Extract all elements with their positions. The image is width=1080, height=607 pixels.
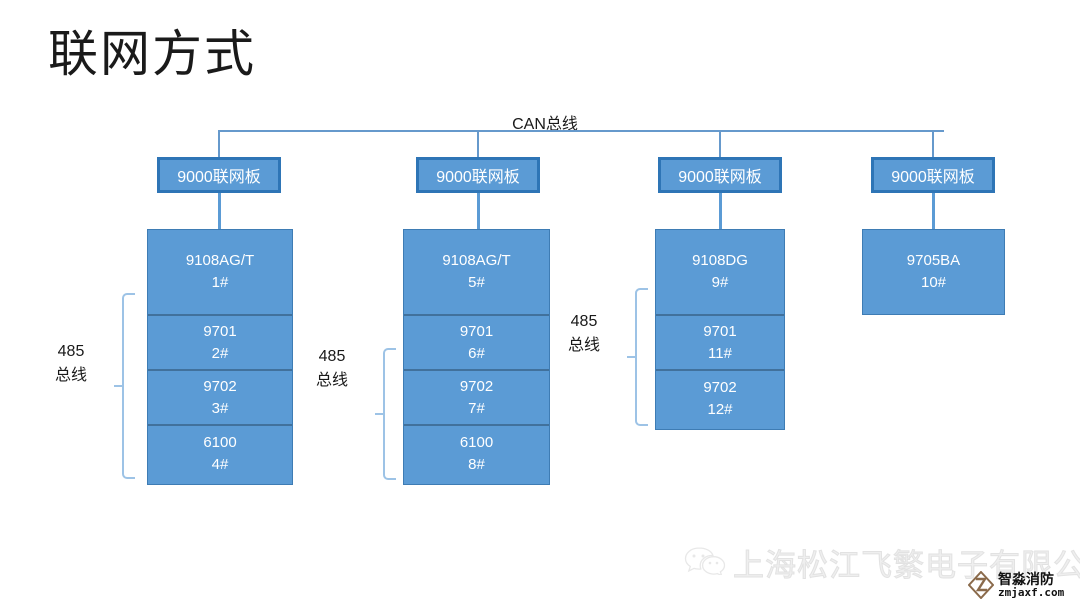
netboard-box-4[interactable]: 9000联网板: [871, 157, 995, 193]
can-bus-drop-3: [719, 130, 721, 158]
device-cell[interactable]: 9108AG/T 1#: [148, 230, 292, 316]
bus485-label-2: 485 总线: [286, 345, 378, 393]
device-cell[interactable]: 9705BA 10#: [863, 230, 1004, 314]
device-name: 9701: [703, 322, 737, 340]
device-address: 7#: [468, 399, 485, 417]
device-address: 1#: [211, 274, 229, 291]
device-name: 6100: [203, 433, 237, 451]
bus485-label-1: 485 总线: [25, 340, 117, 388]
watermark-text: 上海松江飞繁电子有限公司: [733, 548, 1080, 584]
can-bus-drop-2: [477, 130, 479, 158]
device-stack-3: 9108DG 9# 9701 11# 9702 12#: [655, 229, 785, 430]
device-address: 11#: [708, 344, 732, 362]
bus485-label-line2: 总线: [315, 372, 348, 389]
logo-url: zmjaxf.com: [998, 585, 1065, 599]
bus485-label-3: 485 总线: [538, 310, 630, 358]
netboard-connector-2: [477, 193, 480, 229]
page-title: 联网方式: [48, 26, 256, 82]
wechat-icon: [684, 547, 726, 575]
netboard-connector-4: [932, 193, 935, 229]
bus485-bracket-nub-3: [627, 356, 635, 358]
bus485-bracket-1: [122, 293, 135, 479]
device-address: 3#: [211, 399, 229, 417]
bus485-label-line1: 485: [57, 343, 85, 360]
device-address: 8#: [468, 455, 485, 473]
device-name: 9702: [703, 378, 737, 396]
can-bus-drop-1: [218, 130, 220, 158]
device-name: 9108AG/T: [185, 252, 255, 270]
device-cell[interactable]: 9702 7#: [404, 371, 549, 426]
netboard-box-1[interactable]: 9000联网板: [157, 157, 281, 193]
device-name: 6100: [459, 433, 494, 451]
device-stack-1: 9108AG/T 1# 9701 2# 9702 3# 6100 4#: [147, 229, 293, 485]
device-address: 10#: [920, 274, 947, 291]
device-stack-2: 9108AG/T 5# 9701 6# 9702 7# 6100 8#: [403, 229, 550, 485]
device-address: 9#: [711, 274, 729, 291]
netboard-box-2[interactable]: 9000联网板: [416, 157, 540, 193]
device-cell[interactable]: 9108AG/T 5#: [404, 230, 549, 316]
device-cell[interactable]: 9701 6#: [404, 316, 549, 371]
device-address: 2#: [211, 344, 229, 362]
device-cell[interactable]: 9701 11#: [656, 316, 784, 371]
bus485-label-line2: 总线: [54, 367, 87, 384]
device-address: 5#: [468, 274, 485, 291]
device-cell[interactable]: 6100 4#: [148, 426, 292, 481]
bus485-bracket-nub-2: [375, 413, 383, 415]
netboard-connector-1: [218, 193, 221, 229]
device-stack-4: 9705BA 10#: [862, 229, 1005, 315]
bus485-label-line2: 总线: [567, 337, 600, 354]
logo-texts: 智淼消防 zmjaxf.com: [998, 572, 1064, 598]
device-cell[interactable]: 9702 3#: [148, 371, 292, 426]
zmjaxf-diamond-logo-icon: [968, 571, 994, 599]
can-bus-label: CAN总线: [512, 116, 578, 133]
logo-company-name: 智淼消防: [998, 570, 1054, 587]
bus485-bracket-nub-1: [114, 385, 122, 387]
netboard-connector-3: [719, 193, 722, 229]
device-cell[interactable]: 9701 2#: [148, 316, 292, 371]
can-bus-line: [218, 130, 944, 132]
device-address: 12#: [707, 400, 733, 418]
bus485-label-line1: 485: [318, 348, 346, 365]
device-name: 9705BA: [906, 252, 961, 270]
netboard-box-3[interactable]: 9000联网板: [658, 157, 782, 193]
device-name: 9701: [203, 322, 237, 340]
bus485-bracket-2: [383, 348, 396, 480]
device-address: 6#: [468, 344, 485, 362]
device-name: 9701: [459, 322, 494, 340]
device-cell[interactable]: 9108DG 9#: [656, 230, 784, 316]
logo-badge: 智淼消防 zmjaxf.com: [968, 571, 1064, 599]
device-name: 9108AG/T: [442, 252, 511, 270]
bus485-label-line1: 485: [570, 313, 598, 330]
bus485-bracket-3: [635, 288, 648, 426]
device-cell[interactable]: 6100 8#: [404, 426, 549, 481]
device-name: 9108DG: [692, 252, 748, 270]
device-name: 9702: [203, 377, 237, 395]
device-cell[interactable]: 9702 12#: [656, 371, 784, 426]
device-address: 4#: [211, 455, 229, 473]
device-name: 9702: [459, 377, 494, 395]
can-bus-drop-4: [932, 130, 934, 158]
